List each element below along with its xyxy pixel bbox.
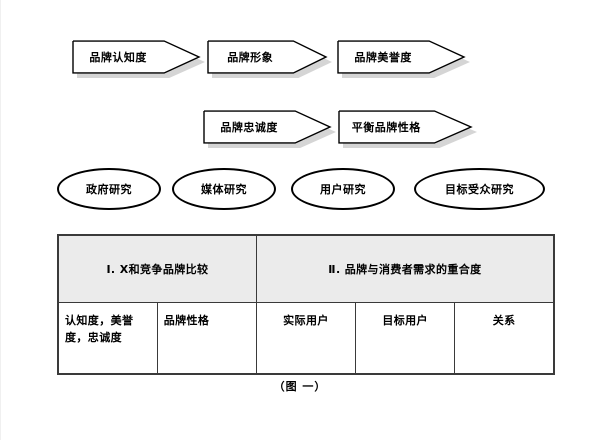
- page-edge-line: [0, 0, 1, 440]
- flow-step-2-2: 平衡品牌性格: [338, 108, 477, 148]
- research-node-label: 目标受众研究: [445, 183, 514, 196]
- flow-step-label: 品牌认知度: [89, 51, 147, 64]
- matrix-cell-label: 认知度，美誉度，忠诚度: [65, 314, 134, 345]
- chevron-outline-icon: [72, 40, 201, 74]
- chevron-outline-icon: [207, 40, 328, 74]
- matrix-body-cell-1: 认知度，美誉度，忠诚度: [57, 302, 158, 375]
- research-node-2: 媒体研究: [172, 168, 276, 210]
- research-node-3: 用户研究: [291, 168, 395, 210]
- research-node-label: 媒体研究: [201, 183, 247, 196]
- chevron-outline-icon: [203, 110, 332, 144]
- matrix-body-row: 认知度，美誉度，忠诚度 品牌性格 实际用户 目标用户 关系: [57, 302, 555, 375]
- matrix-body-cell-3: 实际用户: [255, 302, 357, 375]
- flow-step-label: 平衡品牌性格: [351, 121, 421, 134]
- flow-step-1-3: 品牌美誉度: [337, 38, 470, 78]
- research-node-label: 用户研究: [320, 183, 366, 196]
- research-node-4: 目标受众研究: [414, 168, 545, 210]
- matrix-cell-label: 目标用户: [382, 314, 428, 327]
- matrix-header-cell-2: Ⅱ. 品牌与消费者需求的重合度: [255, 234, 555, 303]
- matrix-cell-label: 实际用户: [283, 314, 329, 327]
- research-node-1: 政府研究: [57, 168, 161, 210]
- research-node-label: 政府研究: [86, 183, 132, 196]
- figure-caption: （图 一）: [273, 380, 327, 393]
- flow-step-2-1: 品牌忠诚度: [203, 108, 336, 148]
- matrix-header-cell-1: Ⅰ. X和竞争品牌比较: [57, 234, 257, 303]
- flow-step-label: 品牌美誉度: [354, 51, 412, 64]
- matrix-cell-label: 关系: [492, 314, 516, 327]
- flow-step-1-1: 品牌认知度: [72, 38, 205, 78]
- matrix-cell-label: 品牌性格: [163, 314, 210, 327]
- flow-step-label: 品牌忠诚度: [220, 121, 278, 134]
- matrix-body-cell-4: 目标用户: [355, 302, 456, 375]
- flow-step-1-2: 品牌形象: [207, 38, 332, 78]
- chevron-outline-icon: [338, 110, 473, 144]
- chevron-outline-icon: [337, 40, 466, 74]
- matrix-body-cell-2: 品牌性格: [156, 302, 257, 375]
- matrix-body-cell-5: 关系: [454, 302, 555, 375]
- flow-step-label: 品牌形象: [227, 51, 274, 64]
